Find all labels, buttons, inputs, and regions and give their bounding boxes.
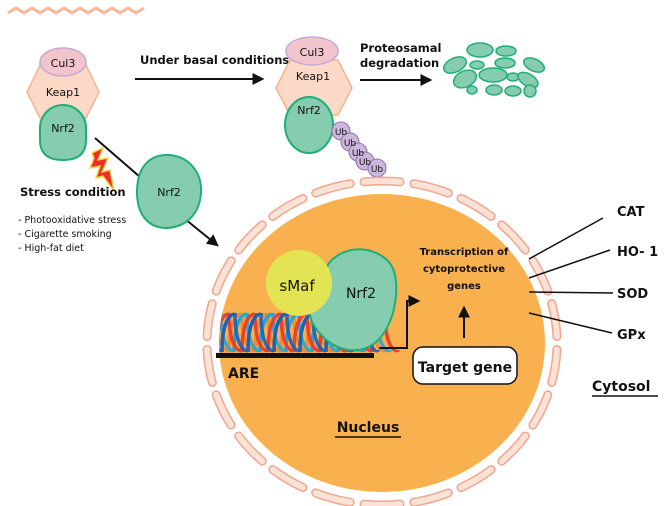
envelope-segment-fill	[410, 180, 452, 197]
fragment	[452, 69, 478, 89]
transcription-line2: cytoprotective	[423, 264, 505, 275]
transcription-arrow	[379, 295, 421, 349]
stress-item: - High-fat diet	[18, 243, 84, 254]
envelope-segment-fill	[458, 195, 495, 220]
basal-conditions-label: Under basal conditions	[140, 53, 289, 67]
cul3-oval	[39, 47, 87, 77]
nrf2-shape	[39, 104, 87, 162]
nrf2-label: Nrf2	[51, 122, 75, 135]
degradation-label-line1: Proteosamal	[360, 41, 442, 55]
degradation-label-line2: degradation	[360, 56, 439, 70]
enzyme-line-gpx	[528, 312, 613, 334]
target-gene-label: Target gene	[418, 360, 512, 376]
enzyme-line-ho1	[528, 249, 611, 279]
cul3-label: Cul3	[300, 46, 325, 59]
dna-strand	[190, 314, 203, 352]
enzyme-sod: SOD	[617, 287, 648, 302]
envelope-segment-fill	[213, 257, 235, 295]
fragment	[478, 67, 508, 83]
stress-item: - Cigarette smoking	[18, 229, 112, 240]
enzyme-gpx: GPx	[617, 328, 646, 343]
envelope-segment-fill	[204, 300, 216, 340]
keap1-label: Keap1	[296, 70, 330, 83]
are-label: ARE	[228, 366, 259, 382]
envelope-segment-fill	[235, 433, 266, 465]
ub-label: Ub	[359, 158, 372, 168]
fragment	[504, 85, 522, 97]
ub-label: Ub	[371, 165, 384, 175]
lightning-icon	[88, 146, 115, 192]
envelope-segment-fill	[235, 221, 266, 253]
envelope-segment-fill	[548, 346, 560, 386]
envelope-segment-fill	[213, 391, 235, 429]
envelope-segment-fill	[312, 489, 354, 506]
envelope-segment-fill	[312, 180, 354, 197]
envelope-segment-fill	[361, 501, 403, 506]
fragment	[485, 84, 503, 96]
enzyme-line-sod	[528, 291, 614, 294]
are-bar	[216, 353, 374, 358]
enzyme-cat: CAT	[617, 205, 645, 220]
fragment	[517, 71, 539, 89]
fragment	[495, 45, 517, 57]
fragment	[466, 85, 478, 95]
fragment	[442, 56, 468, 74]
nuclear-translocation-arrow	[184, 218, 219, 247]
envelope-segment-fill	[204, 346, 216, 386]
fragment	[522, 57, 546, 73]
enzyme-line-cat	[528, 217, 604, 260]
fragment	[494, 57, 516, 69]
fragment	[466, 42, 494, 58]
envelope-segment-fill	[269, 195, 306, 220]
cul3-label: Cul3	[51, 57, 76, 70]
free-nrf2	[135, 153, 203, 230]
transcription-line3: genes	[447, 281, 481, 292]
nuclear-nrf2-label: Nrf2	[346, 286, 376, 302]
degraded-protein-fragments	[442, 42, 546, 98]
smaf-label: sMaf	[279, 277, 315, 295]
envelope-segment-fill	[410, 489, 452, 506]
ubiquitinated-complex: Cul3 Keap1 Nrf2 Ub Ub Ub Ub Ub	[275, 36, 387, 178]
stress-item: - Photooxidative stress	[18, 215, 126, 226]
decorative-wave	[7, 6, 145, 15]
nuclear-envelope	[202, 176, 562, 506]
envelope-segment-fill	[498, 221, 529, 253]
ub-label: Ub	[344, 139, 357, 149]
smaf	[266, 250, 332, 316]
basal-complex: Cul3 Keap1 Nrf2	[26, 47, 100, 162]
envelope-segment-fill	[529, 391, 551, 429]
stress-title: Stress condition	[20, 185, 126, 199]
fragment	[469, 60, 485, 70]
envelope-segment-fill	[361, 177, 403, 185]
envelope-segment-fill	[458, 466, 495, 491]
envelope-segment-fill	[529, 257, 551, 295]
nucleus-label: Nucleus	[337, 420, 400, 436]
target-gene-box	[412, 346, 518, 385]
envelope-segment-fill	[498, 433, 529, 465]
transcription-line1: Transcription of	[420, 247, 509, 258]
ub-label: Ub	[335, 128, 348, 138]
fragment	[523, 84, 537, 98]
nrf2-shape	[284, 96, 334, 154]
ubiquitin-chain: Ub Ub Ub Ub Ub	[331, 121, 387, 178]
keap1-label: Keap1	[46, 86, 80, 99]
cul3-oval	[285, 36, 339, 66]
enzyme-ho1: HO- 1	[617, 245, 658, 260]
nrf2-label: Nrf2	[297, 104, 321, 117]
release-arrow-segment	[94, 137, 141, 178]
fragment	[506, 72, 520, 82]
cytosol-label: Cytosol	[592, 379, 650, 395]
free-nrf2-label: Nrf2	[157, 186, 181, 199]
envelope-segment-fill	[269, 466, 306, 491]
ub-label: Ub	[352, 149, 365, 159]
